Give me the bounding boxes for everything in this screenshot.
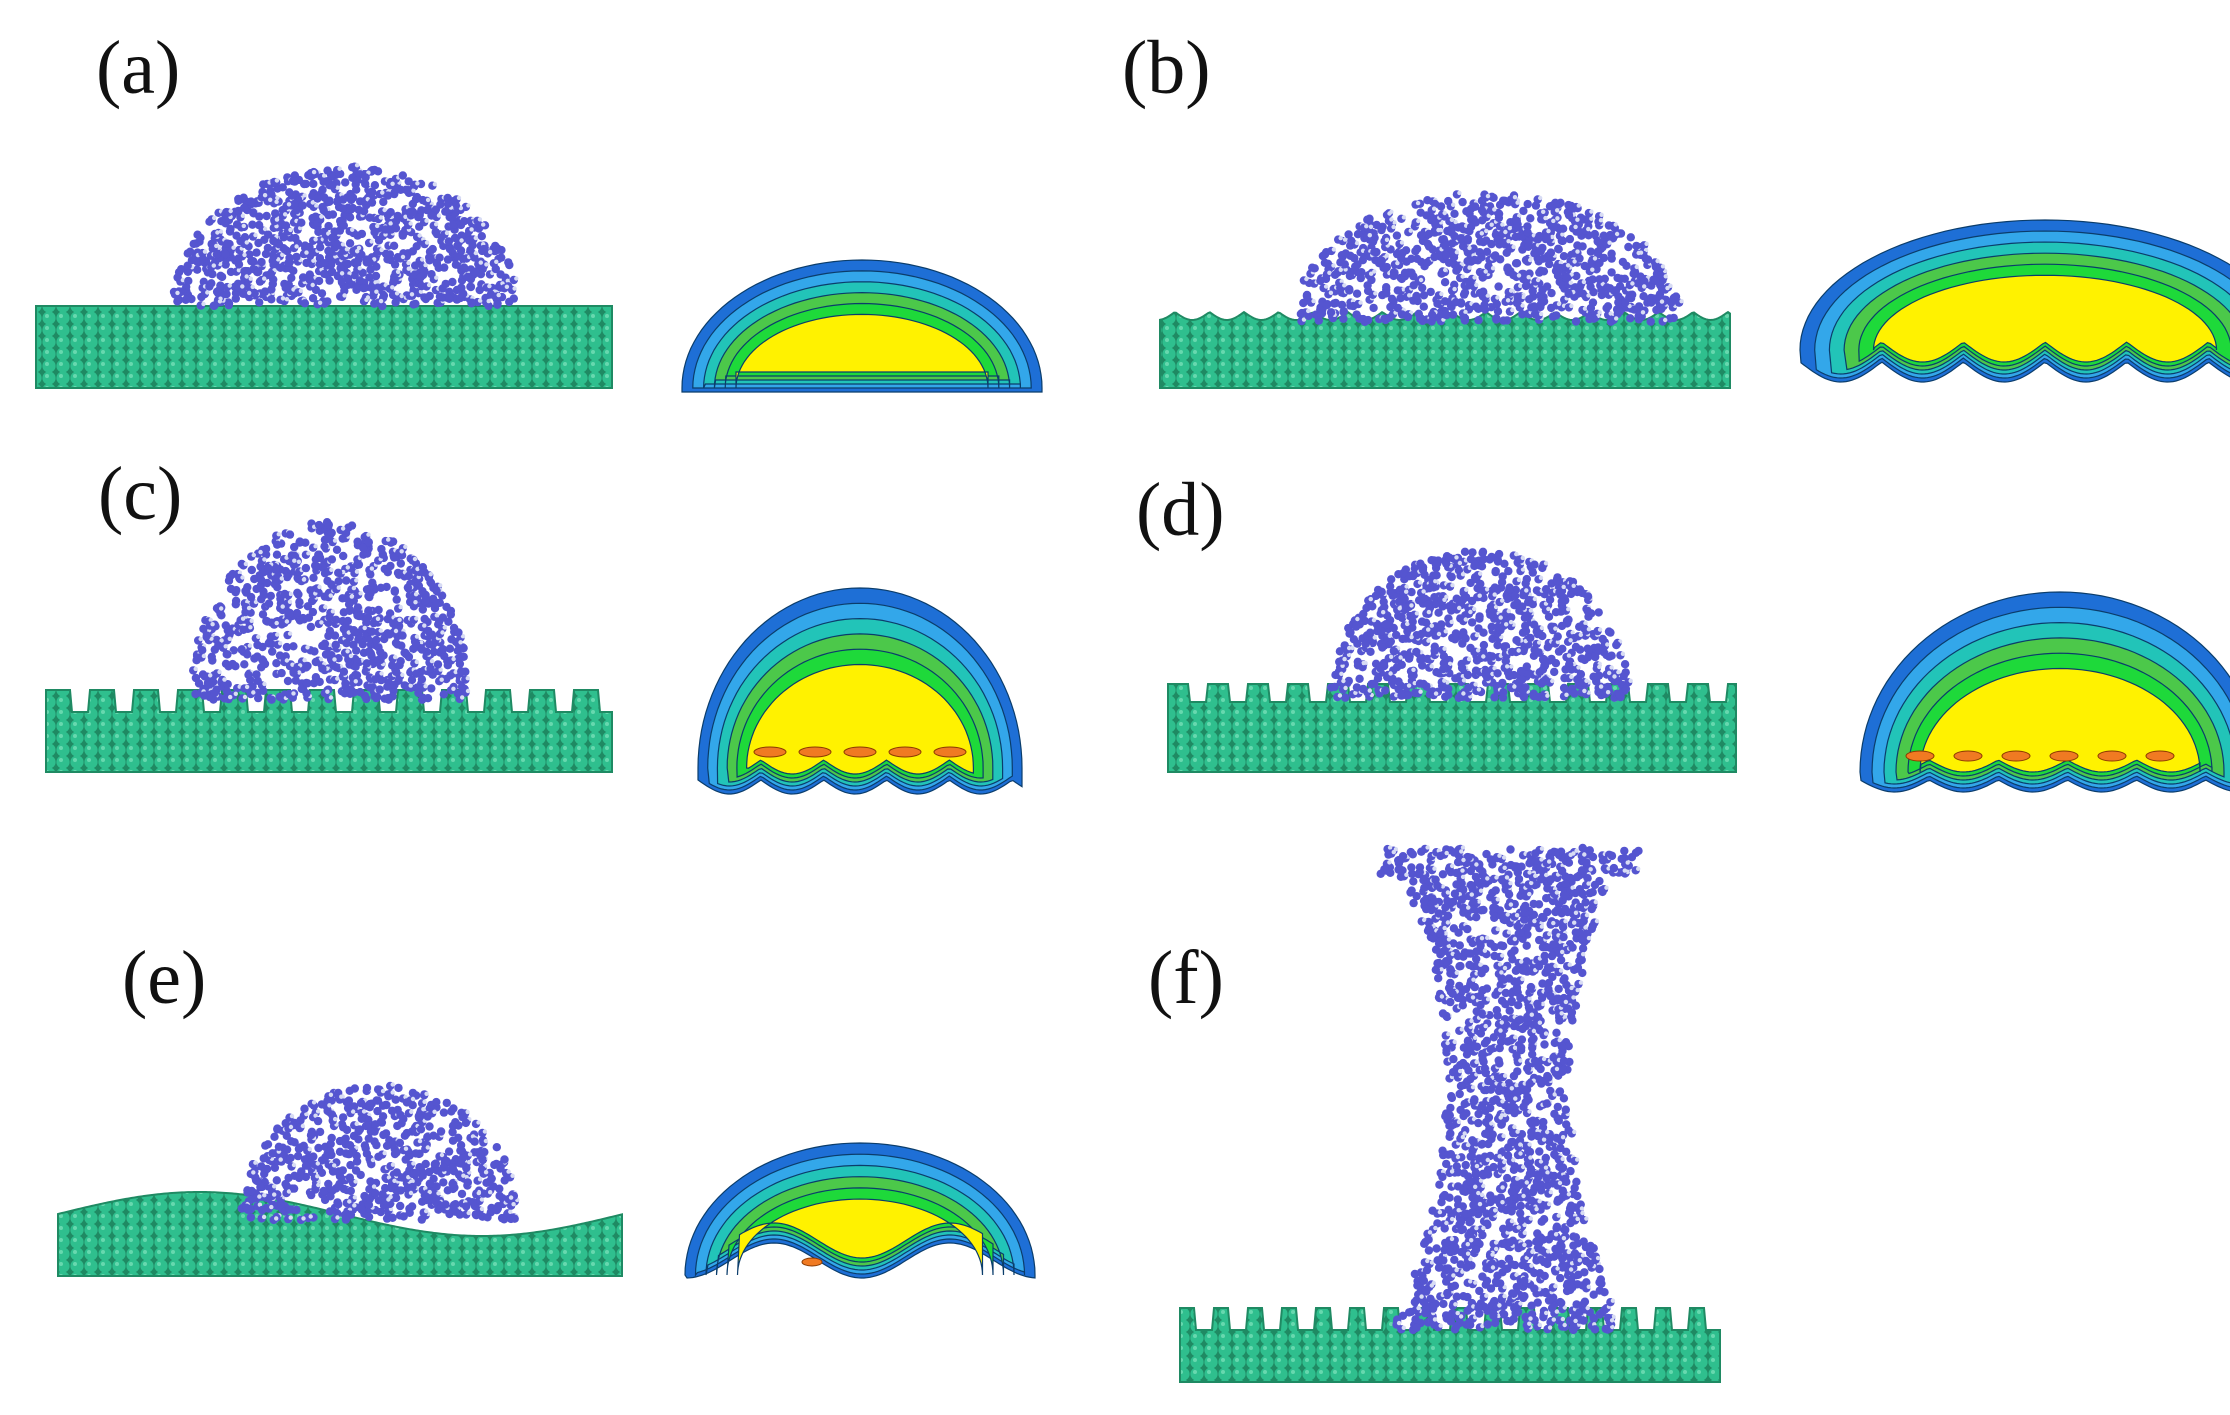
panel-label-f: (f) (1148, 940, 1224, 1016)
substrate-a (36, 306, 612, 388)
droplet-f (1377, 844, 1643, 1334)
droplet-d (1327, 548, 1633, 702)
contour-map-e (685, 1143, 1035, 1278)
contour-map-a (682, 260, 1042, 392)
contour-map-d (1860, 592, 2230, 792)
droplet-c (189, 518, 470, 704)
substrate-b (1160, 312, 1730, 388)
contour-map-c (698, 588, 1022, 794)
droplet-e (238, 1082, 520, 1224)
panel-label-a: (a) (96, 30, 180, 106)
droplet-b (1297, 190, 1684, 326)
panel-label-b: (b) (1122, 30, 1211, 106)
droplet-a (170, 163, 519, 311)
substrate-d (1168, 684, 1736, 772)
panel-label-d: (d) (1136, 472, 1225, 548)
panel-label-e: (e) (122, 940, 206, 1016)
panel-label-c: (c) (98, 456, 182, 532)
contour-map-b (1800, 220, 2230, 382)
